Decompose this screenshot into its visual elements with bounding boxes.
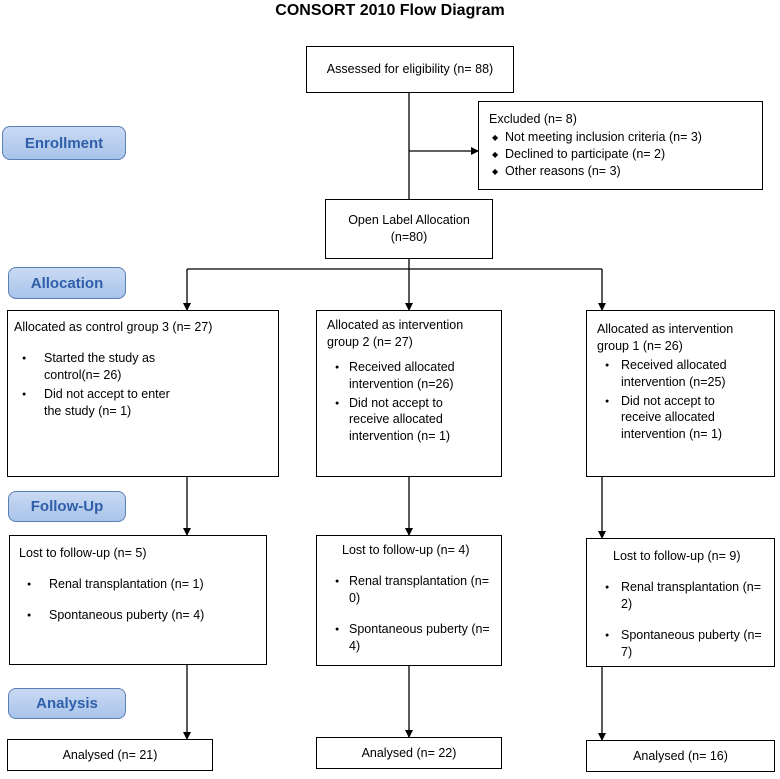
followup-box-control-3: Lost to follow-up (n= 5) Renal transplan… (9, 535, 267, 665)
followup-item: Spontaneous puberty (n= 7) (597, 627, 764, 661)
followup-item: Renal transplantation (n= 2) (597, 579, 764, 613)
allocation-item: Received allocated intervention (n=25) (597, 357, 747, 391)
excluded-reason: Not meeting inclusion criteria (n= 3) (489, 129, 752, 146)
open-label-title: Open Label Allocation (348, 213, 470, 228)
allocation-heading: Allocated as intervention group 2 (n= 27… (327, 318, 464, 349)
excluded-reason: Declined to participate (n= 2) (489, 146, 752, 163)
allocation-box-control-3: Allocated as control group 3 (n= 27) Sta… (7, 310, 279, 477)
excluded-box: Excluded (n= 8) Not meeting inclusion cr… (478, 101, 763, 190)
allocation-item: Did not accept to enter the study (n= 1) (14, 386, 189, 420)
excluded-heading: Excluded (n= 8) (489, 112, 577, 126)
allocation-box-intervention-1: Allocated as intervention group 1 (n= 26… (586, 310, 775, 477)
excluded-reason: Other reasons (n= 3) (489, 163, 752, 180)
assessed-label: Assessed for eligibility (n= 88) (326, 62, 494, 77)
stage-analysis: Analysis (8, 688, 126, 719)
stage-enrollment: Enrollment (2, 126, 126, 160)
allocation-heading: Allocated as intervention group 1 (n= 26… (597, 322, 734, 353)
analysis-label: Analysed (n= 21) (62, 747, 158, 762)
followup-item: Spontaneous puberty (n= 4) (19, 607, 219, 624)
analysis-box-intervention-1: Analysed (n= 16) (586, 740, 775, 772)
allocation-box-intervention-2: Allocated as intervention group 2 (n= 27… (316, 310, 502, 477)
analysis-label: Analysed (n= 16) (633, 748, 728, 763)
allocation-item: Started the study as control(n= 26) (14, 350, 189, 384)
allocation-item: Received allocated intervention (n=26) (327, 359, 482, 393)
open-label-box: Open Label Allocation (n=80) (325, 199, 493, 259)
followup-item: Renal transplantation (n= 0) (327, 573, 491, 607)
followup-heading: Lost to follow-up (n= 5) (19, 546, 147, 560)
followup-heading: Lost to follow-up (n= 4) (342, 543, 470, 557)
allocation-heading: Allocated as control group 3 (n= 27) (14, 320, 213, 334)
analysis-label: Analysed (n= 22) (361, 745, 457, 760)
followup-box-intervention-2: Lost to follow-up (n= 4) Renal transplan… (316, 535, 502, 666)
analysis-box-intervention-2: Analysed (n= 22) (316, 737, 502, 769)
open-label-count: (n=80) (390, 230, 428, 244)
followup-item: Spontaneous puberty (n= 4) (327, 621, 491, 655)
followup-heading: Lost to follow-up (n= 9) (613, 549, 741, 563)
followup-box-intervention-1: Lost to follow-up (n= 9) Renal transplan… (586, 538, 775, 667)
followup-item: Renal transplantation (n= 1) (19, 576, 219, 593)
diagram-title: CONSORT 2010 Flow Diagram (275, 2, 505, 19)
assessed-box: Assessed for eligibility (n= 88) (306, 46, 514, 93)
allocation-item: Did not accept to receive allocated inte… (327, 395, 482, 446)
allocation-item: Did not accept to receive allocated inte… (597, 393, 747, 444)
stage-followup: Follow-Up (8, 491, 126, 522)
stage-allocation: Allocation (8, 267, 126, 299)
analysis-box-control-3: Analysed (n= 21) (7, 739, 213, 771)
